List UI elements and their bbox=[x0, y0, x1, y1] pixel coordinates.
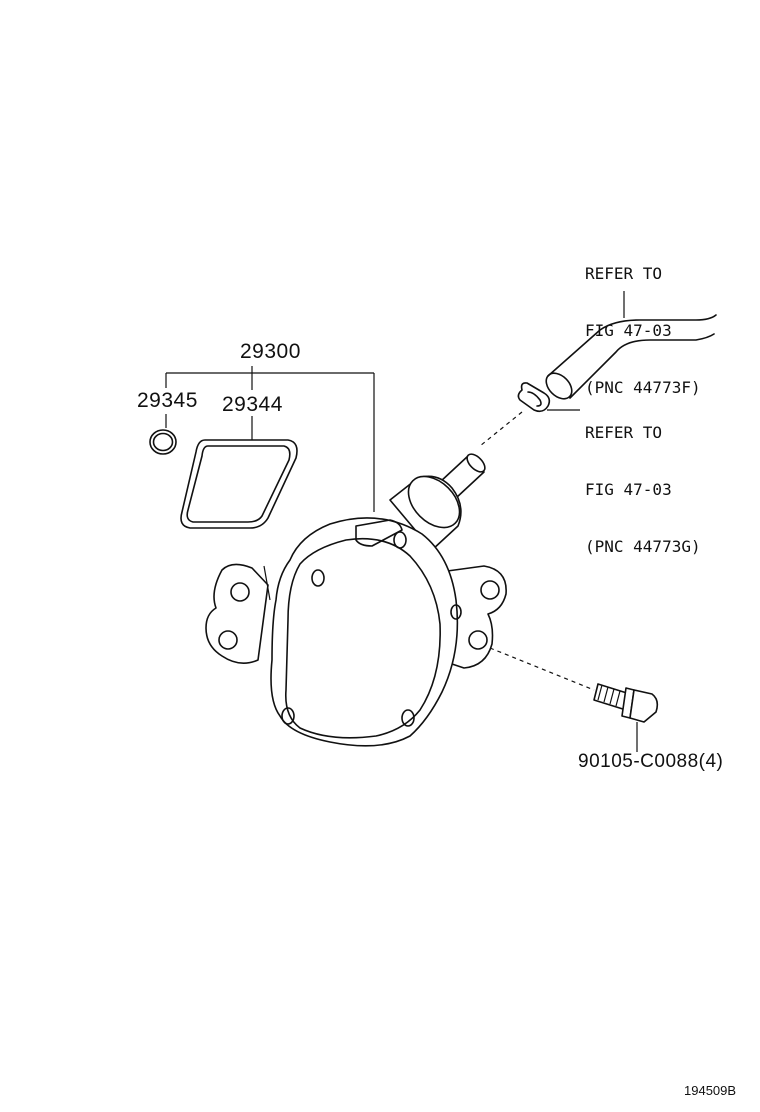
clamp-ref-line-2: FIG 47-03 bbox=[585, 480, 672, 499]
vacuum-hose-part bbox=[545, 291, 717, 400]
clamp-ref-line-3: (PNC 44773G) bbox=[585, 537, 701, 556]
vacuum-pump-body bbox=[205, 453, 507, 747]
clamp-reference-note: REFER TO FIG 47-03 (PNC 44773G) bbox=[585, 385, 701, 575]
gasket-part bbox=[180, 416, 298, 529]
hose-reference-note: REFER TO FIG 47-03 (PNC 44773F) bbox=[585, 226, 701, 416]
hose-ref-line-1: REFER TO bbox=[585, 264, 663, 283]
part-number-29344: 29344 bbox=[222, 393, 283, 416]
hose-clamp-part bbox=[517, 382, 580, 413]
clamp-ref-line-1: REFER TO bbox=[585, 423, 663, 442]
assembly-leader-lines bbox=[165, 366, 375, 512]
hose-ref-line-3: (PNC 44773F) bbox=[585, 378, 701, 397]
part-number-29300: 29300 bbox=[240, 340, 301, 363]
o-ring-part bbox=[149, 414, 177, 455]
hose-ref-line-2: FIG 47-03 bbox=[585, 321, 672, 340]
clamp-assembly-line bbox=[479, 411, 523, 447]
bolt-assembly-line bbox=[489, 647, 595, 691]
flange-bolt-part bbox=[593, 683, 659, 752]
part-number-29345: 29345 bbox=[137, 389, 198, 412]
figure-code: 194509B bbox=[684, 1083, 737, 1098]
part-number-bolt: 90105-C0088(4) bbox=[578, 751, 724, 772]
